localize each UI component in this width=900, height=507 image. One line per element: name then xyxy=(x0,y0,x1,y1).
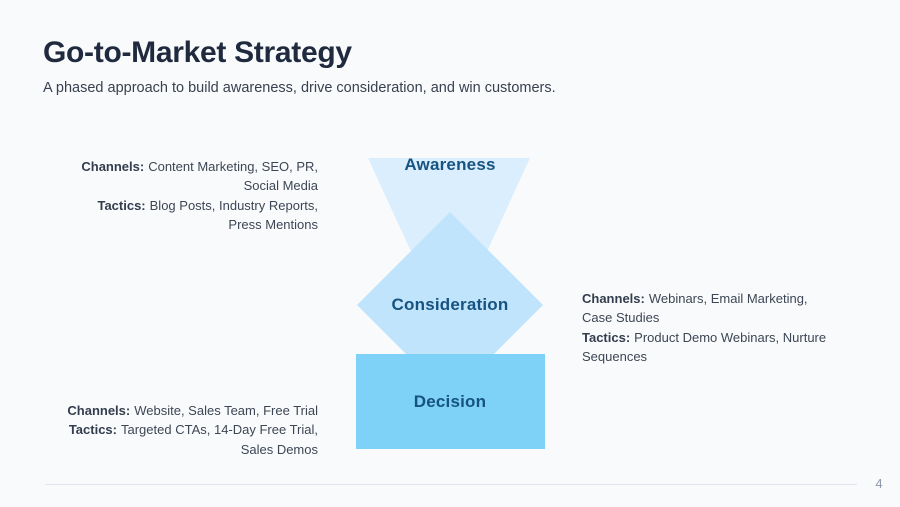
annotation-label: Channels: xyxy=(81,159,145,174)
page-subtitle: A phased approach to build awareness, dr… xyxy=(43,80,556,96)
annotation-awareness: Channels:Content Marketing, SEO, PR, Soc… xyxy=(66,157,318,234)
annotation-label: Tactics: xyxy=(68,422,117,438)
annotation-consideration: Channels:Webinars, Email Marketing, Case… xyxy=(582,289,830,366)
annotation-text: Targeted CTAs, 14-Day Free Trial, Sales … xyxy=(121,422,318,457)
annotation-entry: Tactics:Product Demo Webinars, Nurture S… xyxy=(582,328,830,367)
annotation-entry: Channels:Website, Sales Team, Free Trial xyxy=(54,401,318,420)
funnel-stage-consideration-label: Consideration xyxy=(391,295,509,314)
annotation-text: Webinars, Email Marketing, Case Studies xyxy=(582,291,808,326)
page-number: 4 xyxy=(875,476,883,491)
annotation-label: Channels: xyxy=(582,291,645,306)
annotation-label: Channels: xyxy=(67,403,131,418)
annotation-text: Content Marketing, SEO, PR, Social Media xyxy=(148,159,318,194)
annotation-entry: Channels:Webinars, Email Marketing, Case… xyxy=(582,289,830,328)
annotation-text: Product Demo Webinars, Nurture Sequences xyxy=(582,329,827,364)
annotation-text: Blog Posts, Industry Reports, Press Ment… xyxy=(149,197,318,232)
annotation-label: Tactics: xyxy=(97,197,146,213)
annotation-label: Tactics: xyxy=(582,329,631,345)
footer-divider xyxy=(45,484,857,485)
annotation-entry: Channels:Content Marketing, SEO, PR, Soc… xyxy=(66,157,318,196)
funnel-stage-awareness-label: Awareness xyxy=(404,155,496,174)
annotation-entry: Tactics:Targeted CTAs, 14-Day Free Trial… xyxy=(54,420,318,459)
annotation-entry: Tactics:Blog Posts, Industry Reports, Pr… xyxy=(66,196,318,235)
page-title: Go-to-Market Strategy xyxy=(43,36,352,69)
annotation-text: Website, Sales Team, Free Trial xyxy=(134,403,318,418)
funnel-stage-decision-shape xyxy=(356,354,545,449)
funnel-stage-decision-label: Decision xyxy=(413,392,487,411)
annotation-decision: Channels:Website, Sales Team, Free Trial… xyxy=(54,401,318,459)
